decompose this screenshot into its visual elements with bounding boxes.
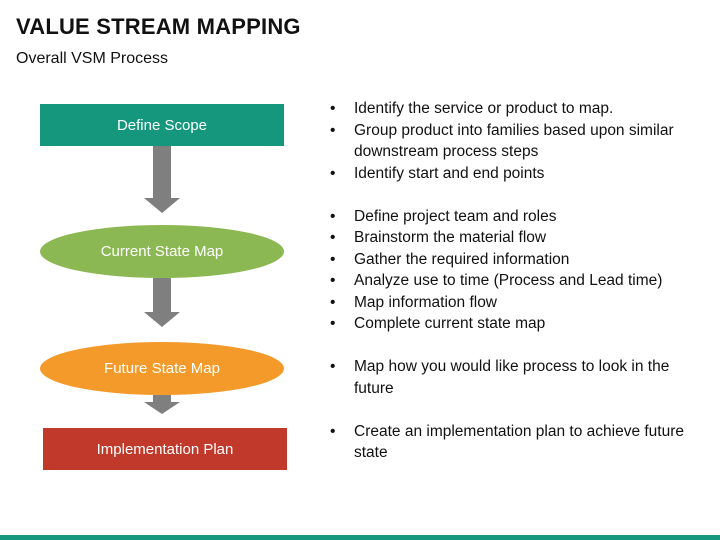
- bullet-item: Gather the required information: [326, 249, 711, 271]
- bullet-item: Complete current state map: [326, 313, 711, 335]
- step-define-scope: Define Scope: [40, 104, 284, 146]
- bullet-list: Identify the service or product to map.G…: [326, 98, 711, 485]
- footer-bar: [0, 535, 720, 540]
- step-current-state-map: Current State Map: [40, 225, 284, 278]
- down-arrow-icon: [142, 395, 182, 415]
- bullet-item: Map how you would like process to look i…: [326, 356, 711, 399]
- bullet-item: Brainstorm the material flow: [326, 227, 711, 249]
- bullet-item: Analyze use to time (Process and Lead ti…: [326, 270, 711, 292]
- bullet-item: Identify the service or product to map.: [326, 98, 711, 120]
- bullet-item: Map information flow: [326, 292, 711, 314]
- step-future-state-map: Future State Map: [40, 342, 284, 395]
- bullet-group: Create an implementation plan to achieve…: [326, 421, 711, 464]
- slide-title: VALUE STREAM MAPPING: [16, 14, 301, 39]
- bullet-group: Identify the service or product to map.G…: [326, 98, 711, 184]
- step-label: Implementation Plan: [96, 440, 234, 458]
- bullet-item: Identify start and end points: [326, 163, 711, 185]
- slide-subtitle: Overall VSM Process: [16, 50, 169, 67]
- step-label: Current State Map: [100, 243, 224, 260]
- bullet-item: Group product into families based upon s…: [326, 120, 711, 163]
- step-label: Define Scope: [116, 116, 208, 134]
- bullet-group: Define project team and rolesBrainstorm …: [326, 206, 711, 335]
- down-arrow-icon: [142, 278, 182, 327]
- step-label: Future State Map: [104, 360, 220, 377]
- bullet-group: Map how you would like process to look i…: [326, 356, 711, 399]
- down-arrow-icon: [142, 146, 182, 213]
- bullet-item: Create an implementation plan to achieve…: [326, 421, 711, 464]
- bullet-item: Define project team and roles: [326, 206, 711, 228]
- step-implementation-plan: Implementation Plan: [43, 428, 287, 470]
